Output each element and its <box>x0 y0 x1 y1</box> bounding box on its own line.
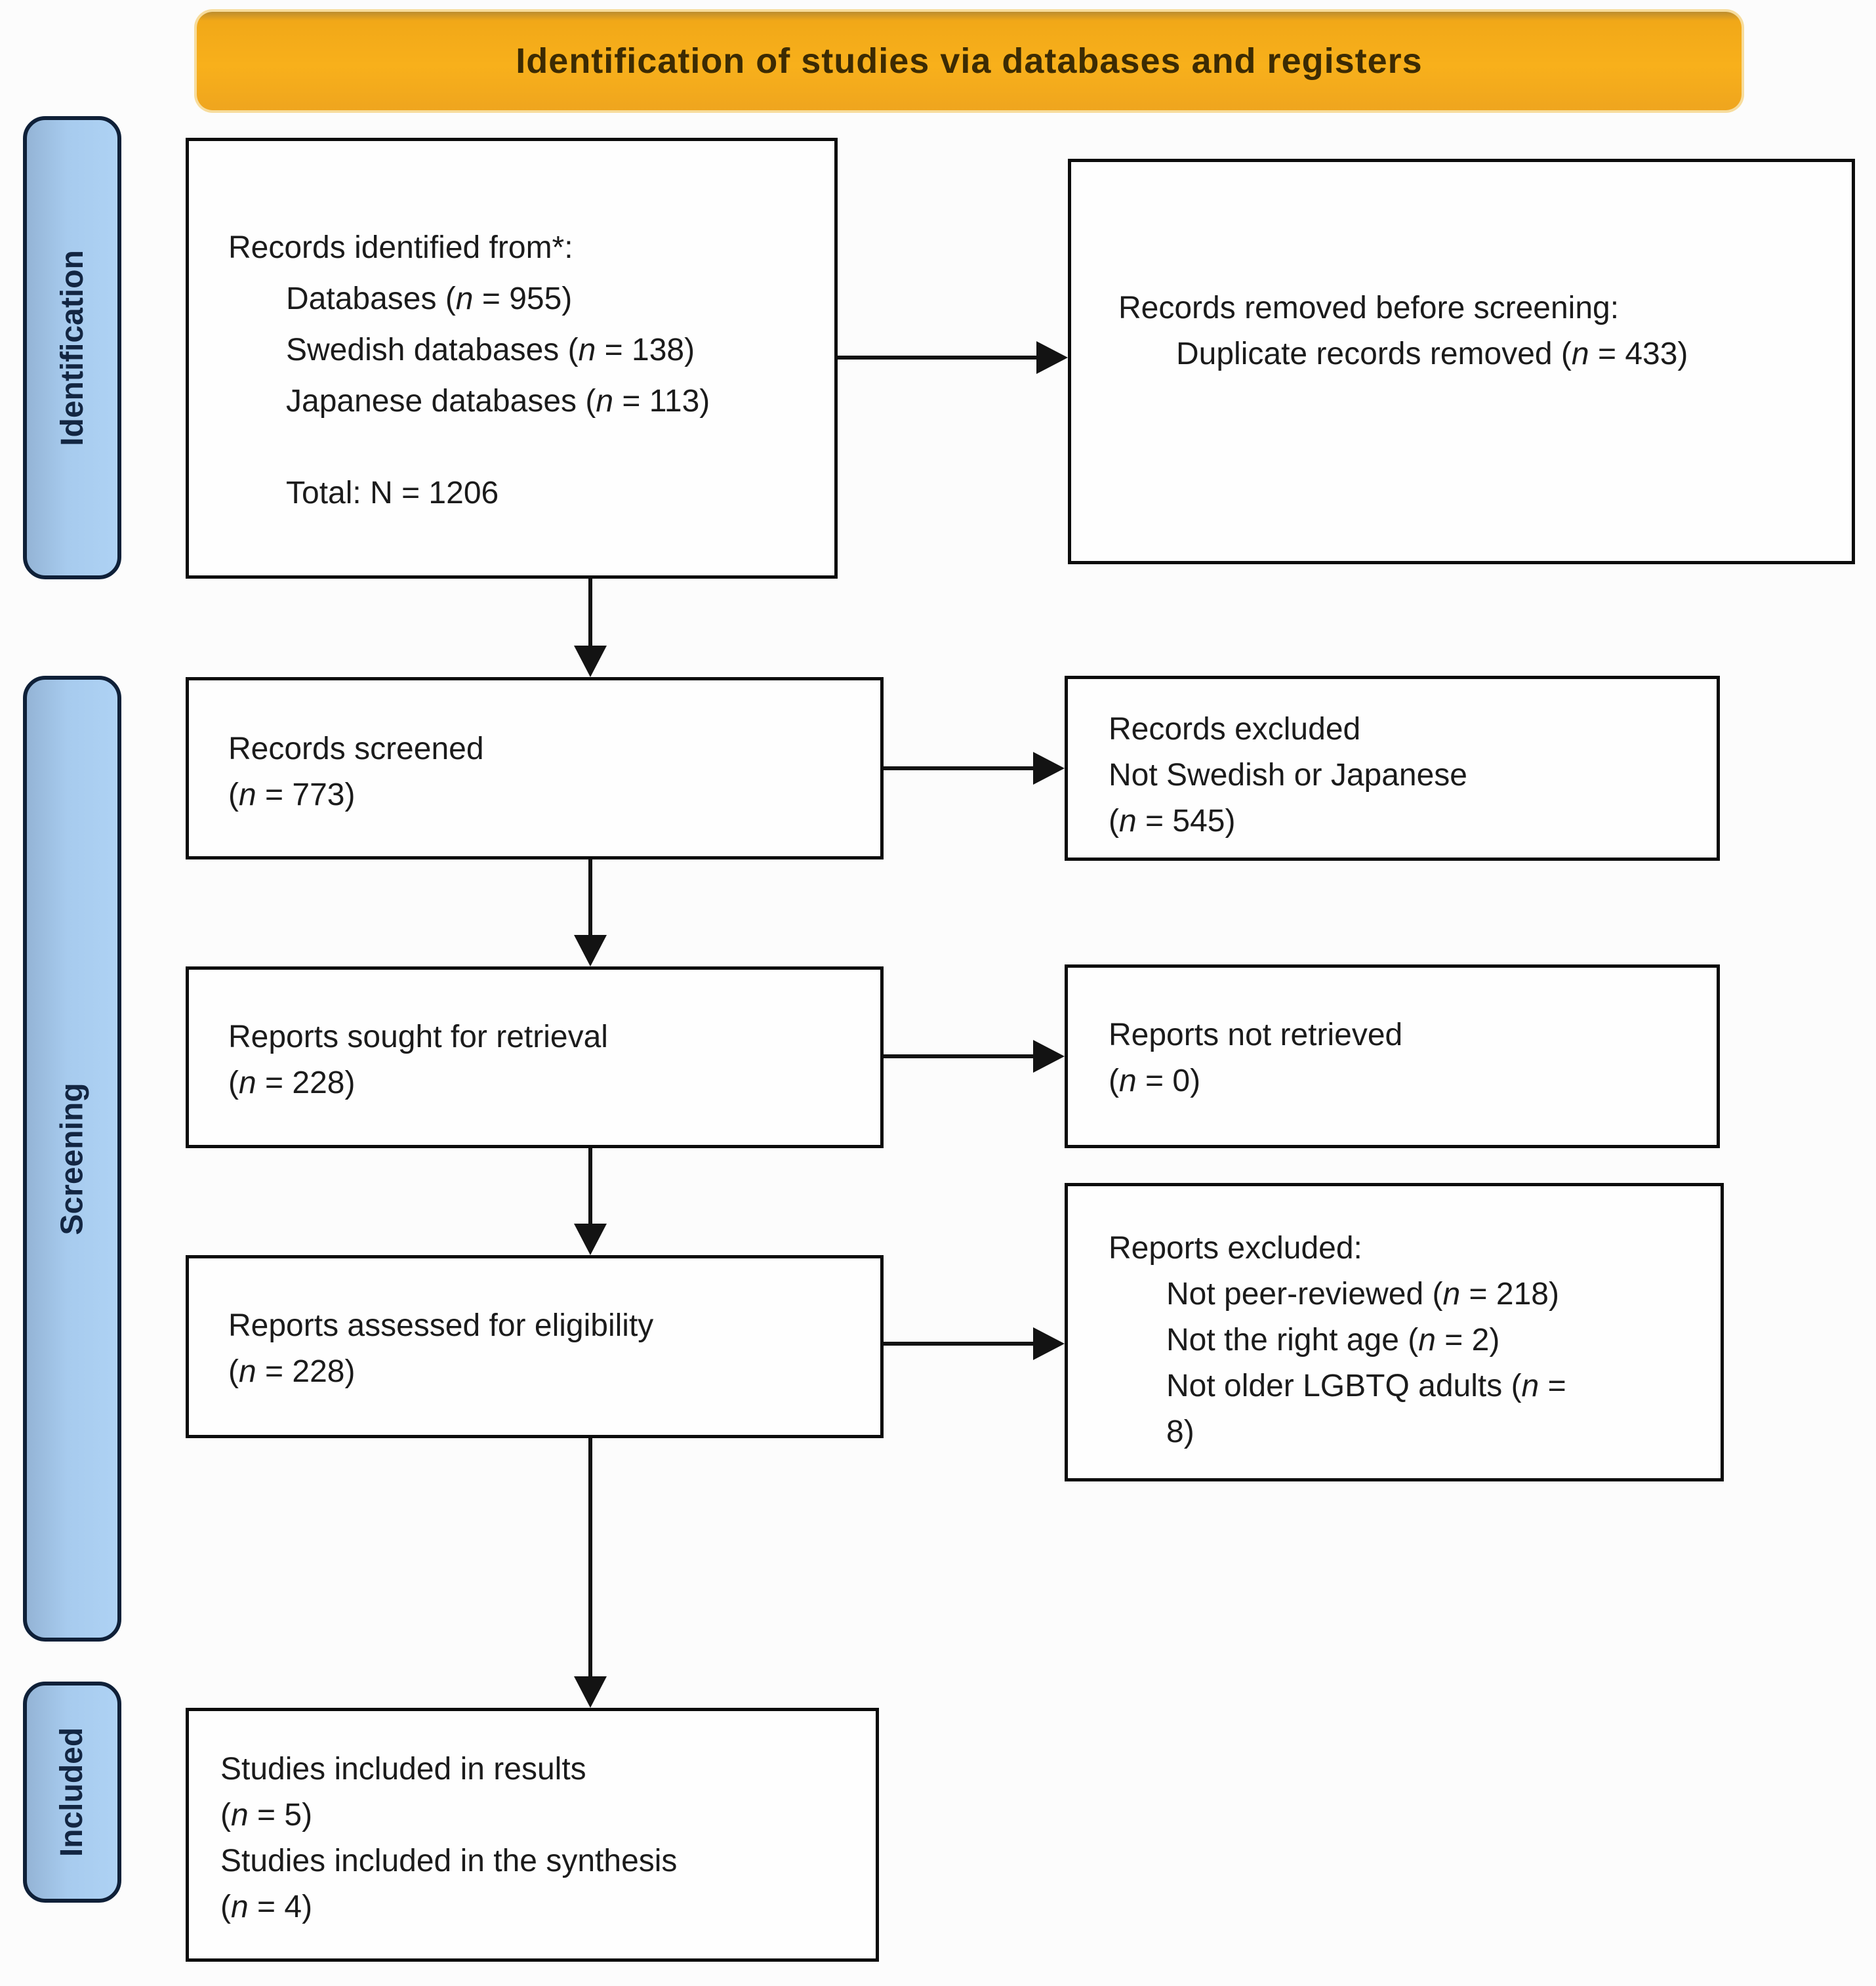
stage-label-included-text: Included <box>54 1727 90 1857</box>
box-reports-sought: Reports sought for retrieval(n = 228) <box>186 966 884 1148</box>
box-records-screened: Records screened(n = 773) <box>186 677 884 859</box>
box-studies-included-text: Studies included in results(n = 5)Studie… <box>220 1752 678 1924</box>
banner: Identification of studies via databases … <box>197 12 1742 110</box>
box-reports-assessed: Reports assessed for eligibility(n = 228… <box>186 1255 884 1438</box>
box-studies-included: Studies included in results(n = 5)Studie… <box>186 1708 879 1962</box>
arrow-sought-to-assessed-head-icon <box>574 1224 607 1255</box>
box-reports-assessed-text: Reports assessed for eligibility(n = 228… <box>228 1308 654 1389</box>
arrow-screened-to-excluded-line <box>884 766 1036 770</box>
box-records-identified-text: Records identified from*:Databases (n = … <box>228 230 710 510</box>
arrow-screened-to-sought-line <box>588 859 592 938</box>
arrow-screened-to-excluded-head-icon <box>1033 752 1065 785</box>
arrow-assessed-to-reports-excluded-head-icon <box>1033 1327 1065 1360</box>
arrow-identified-to-screened-head-icon <box>574 646 607 677</box>
box-records-identified: Records identified from*:Databases (n = … <box>186 138 838 579</box>
box-reports-sought-text: Reports sought for retrieval(n = 228) <box>228 1020 608 1100</box>
box-records-removed: Records removed before screening:Duplica… <box>1068 159 1855 564</box>
stage-label-included: Included <box>23 1682 121 1903</box>
arrow-assessed-to-included-line <box>588 1438 592 1680</box>
banner-title: Identification of studies via databases … <box>516 41 1423 81</box>
arrow-identified-to-screened-line <box>588 579 592 650</box>
arrow-sought-to-not-retrieved-head-icon <box>1033 1040 1065 1073</box>
arrow-identified-to-removed-head-icon <box>1036 341 1068 374</box>
arrow-sought-to-assessed-line <box>588 1148 592 1227</box>
stage-label-screening-text: Screening <box>54 1082 90 1235</box>
box-records-screened-text: Records screened(n = 773) <box>228 732 484 812</box>
stage-label-screening: Screening <box>23 676 121 1642</box>
box-reports-not-retrieved-text: Reports not retrieved(n = 0) <box>1109 1018 1403 1098</box>
arrow-assessed-to-reports-excluded-line <box>884 1342 1036 1346</box>
arrow-sought-to-not-retrieved-line <box>884 1054 1036 1058</box>
stage-label-identification: Identification <box>23 116 121 579</box>
box-records-removed-text: Records removed before screening:Duplica… <box>1118 291 1688 371</box>
box-reports-excluded-text: Reports excluded:Not peer-reviewed (n = … <box>1109 1231 1566 1449</box>
stage-label-identification-text: Identification <box>54 249 90 446</box>
arrow-identified-to-removed-line <box>838 356 1039 360</box>
box-reports-not-retrieved: Reports not retrieved(n = 0) <box>1065 964 1720 1148</box>
arrow-screened-to-sought-head-icon <box>574 935 607 966</box>
arrow-assessed-to-included-head-icon <box>574 1676 607 1708</box>
box-reports-excluded: Reports excluded:Not peer-reviewed (n = … <box>1065 1183 1724 1481</box>
